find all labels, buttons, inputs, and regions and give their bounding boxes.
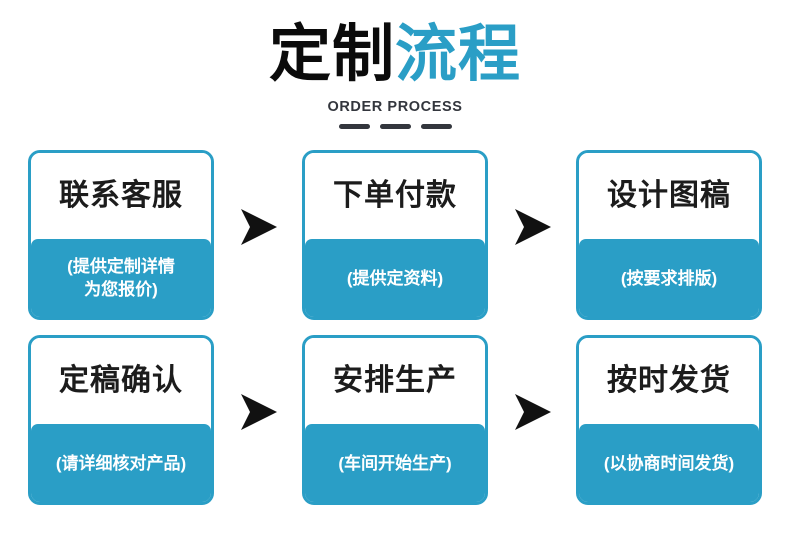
arrow-right-icon: [235, 205, 281, 249]
step-connector: [489, 150, 575, 320]
step-card[interactable]: 定稿确认 (请详细核对产品): [28, 335, 214, 505]
arrow-right-icon: [235, 390, 281, 434]
step-card[interactable]: 按时发货 (以协商时间发货): [576, 335, 762, 505]
step-card-header: 联系客服: [31, 153, 211, 239]
divider-dashes: [0, 124, 790, 129]
step-card[interactable]: 联系客服 (提供定制详情 为您报价): [28, 150, 214, 320]
process-step[interactable]: 下单付款 (提供定资料): [302, 150, 488, 320]
process-flow: 联系客服 (提供定制详情 为您报价) 下单付款: [0, 150, 790, 520]
process-step[interactable]: 定稿确认 (请详细核对产品): [28, 335, 214, 505]
step-card-footer: (按要求排版): [579, 239, 759, 317]
process-step[interactable]: 安排生产 (车间开始生产): [302, 335, 488, 505]
step-note: (提供定资料): [346, 268, 444, 288]
process-step[interactable]: 联系客服 (提供定制详情 为您报价): [28, 150, 214, 320]
step-note: (车间开始生产): [338, 453, 452, 473]
process-step[interactable]: 按时发货 (以协商时间发货): [576, 335, 762, 505]
process-step[interactable]: 设计图稿 (按要求排版): [576, 150, 762, 320]
header: 定制流程 ORDER PROCESS: [0, 18, 790, 129]
step-card[interactable]: 下单付款 (提供定资料): [302, 150, 488, 320]
step-note: (以协商时间发货): [603, 453, 735, 473]
step-note: (按要求排版): [620, 268, 718, 288]
step-title: 安排生产: [333, 364, 457, 397]
page-title-black-part: 定制: [268, 20, 395, 89]
step-title: 定稿确认: [59, 364, 183, 397]
step-card[interactable]: 设计图稿 (按要求排版): [576, 150, 762, 320]
step-note: (提供定制详情 为您报价): [67, 257, 175, 299]
arrow-right-icon: [509, 205, 555, 249]
divider-dash: [379, 124, 411, 129]
step-note: (请详细核对产品): [55, 453, 187, 473]
step-title: 联系客服: [59, 179, 183, 212]
step-title: 按时发货: [607, 364, 731, 397]
step-card-header: 设计图稿: [579, 153, 759, 239]
page-title: 定制流程: [0, 18, 790, 92]
divider-dash: [420, 124, 452, 129]
step-card-footer: (提供定资料): [305, 239, 485, 317]
step-connector: [215, 335, 301, 505]
step-card-footer: (提供定制详情 为您报价): [31, 239, 211, 317]
step-card-footer: (车间开始生产): [305, 424, 485, 502]
process-row: 联系客服 (提供定制详情 为您报价) 下单付款: [0, 150, 790, 335]
arrow-right-icon: [509, 390, 555, 434]
step-card-footer: (请详细核对产品): [31, 424, 211, 502]
step-card-footer: (以协商时间发货): [579, 424, 759, 502]
step-title: 设计图稿: [607, 179, 731, 212]
step-card[interactable]: 安排生产 (车间开始生产): [302, 335, 488, 505]
page-title-blue-part: 流程: [395, 20, 522, 89]
process-row: 定稿确认 (请详细核对产品) 安排生产: [0, 335, 790, 520]
divider-dash: [338, 124, 370, 129]
step-card-header: 下单付款: [305, 153, 485, 239]
step-card-header: 按时发货: [579, 338, 759, 424]
page-subtitle: ORDER PROCESS: [327, 99, 463, 115]
step-card-header: 定稿确认: [31, 338, 211, 424]
step-connector: [489, 335, 575, 505]
step-connector: [215, 150, 301, 320]
step-title: 下单付款: [333, 179, 457, 212]
step-card-header: 安排生产: [305, 338, 485, 424]
